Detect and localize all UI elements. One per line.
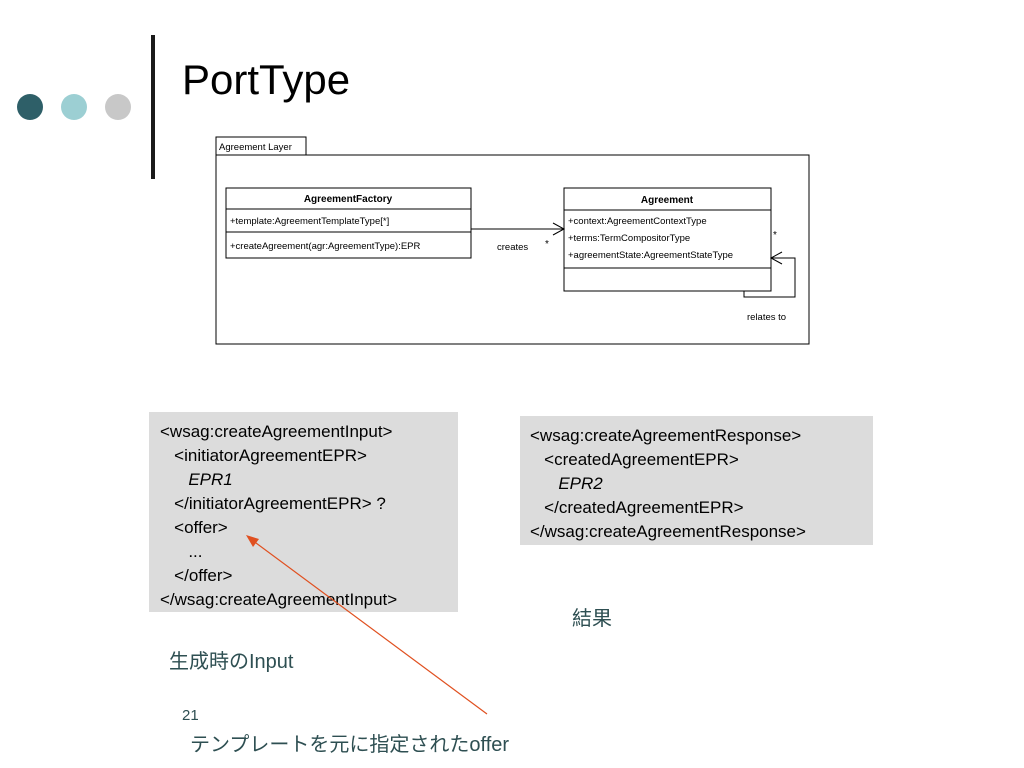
- factory-class: AgreementFactory +template:AgreementTemp…: [225, 187, 472, 259]
- code-line: </offer>: [160, 566, 233, 585]
- create-agreement-response-code: <wsag:createAgreementResponse> <createdA…: [520, 416, 873, 545]
- code-line: </wsag:createAgreementResponse>: [530, 522, 806, 541]
- agreement-attribute-state: +agreementState:AgreementStateType: [568, 250, 733, 261]
- slide-title: PortType: [182, 56, 351, 103]
- offer-note-label: テンプレートを元に指定されたoffer: [190, 734, 510, 756]
- creates-association: creates *: [471, 222, 566, 253]
- code-line-epr2: EPR2: [530, 474, 603, 493]
- agreement-class: Agreement +context:AgreementContextType …: [563, 187, 772, 292]
- code-line: </initiatorAgreementEPR> ?: [160, 494, 386, 513]
- creates-label: creates: [497, 242, 528, 253]
- factory-operation: +createAgreement(agr:AgreementType):EPR: [230, 241, 420, 252]
- relates-to-label: relates to: [747, 312, 786, 323]
- code-line: </wsag:createAgreementInput>: [160, 590, 398, 609]
- creates-multiplicity: *: [545, 239, 549, 250]
- agreement-attribute-context: +context:AgreementContextType: [568, 216, 707, 227]
- title-divider: [151, 35, 155, 179]
- package-frame: [215, 154, 810, 345]
- decor-dot-light: [61, 94, 87, 120]
- package-name: Agreement Layer: [219, 142, 292, 153]
- code-line: <wsag:createAgreementResponse>: [530, 426, 802, 445]
- result-label: 結果: [572, 608, 612, 630]
- decor-dot-gray: [105, 94, 131, 120]
- code-line: <createdAgreementEPR>: [530, 450, 739, 469]
- code-line: ...: [160, 542, 203, 561]
- self-association: * relates to: [743, 230, 796, 323]
- code-line-epr1: EPR1: [160, 470, 233, 489]
- code-line: <wsag:createAgreementInput>: [160, 422, 393, 441]
- agreement-attribute-terms: +terms:TermCompositorType: [568, 233, 690, 244]
- code-line: </createdAgreementEPR>: [530, 498, 744, 517]
- page-number: 21: [182, 707, 199, 724]
- factory-class-name: AgreementFactory: [304, 194, 393, 205]
- self-multiplicity: *: [773, 230, 777, 241]
- factory-attribute: +template:AgreementTemplateType[*]: [230, 216, 389, 227]
- create-agreement-input-code: <wsag:createAgreementInput> <initiatorAg…: [149, 412, 458, 612]
- code-line-offer-open: <offer>: [160, 518, 228, 537]
- input-label: 生成時のInput: [169, 651, 294, 673]
- agreement-class-name: Agreement: [641, 195, 694, 206]
- decor-dot-dark: [17, 94, 43, 120]
- code-line: <initiatorAgreementEPR>: [160, 446, 367, 465]
